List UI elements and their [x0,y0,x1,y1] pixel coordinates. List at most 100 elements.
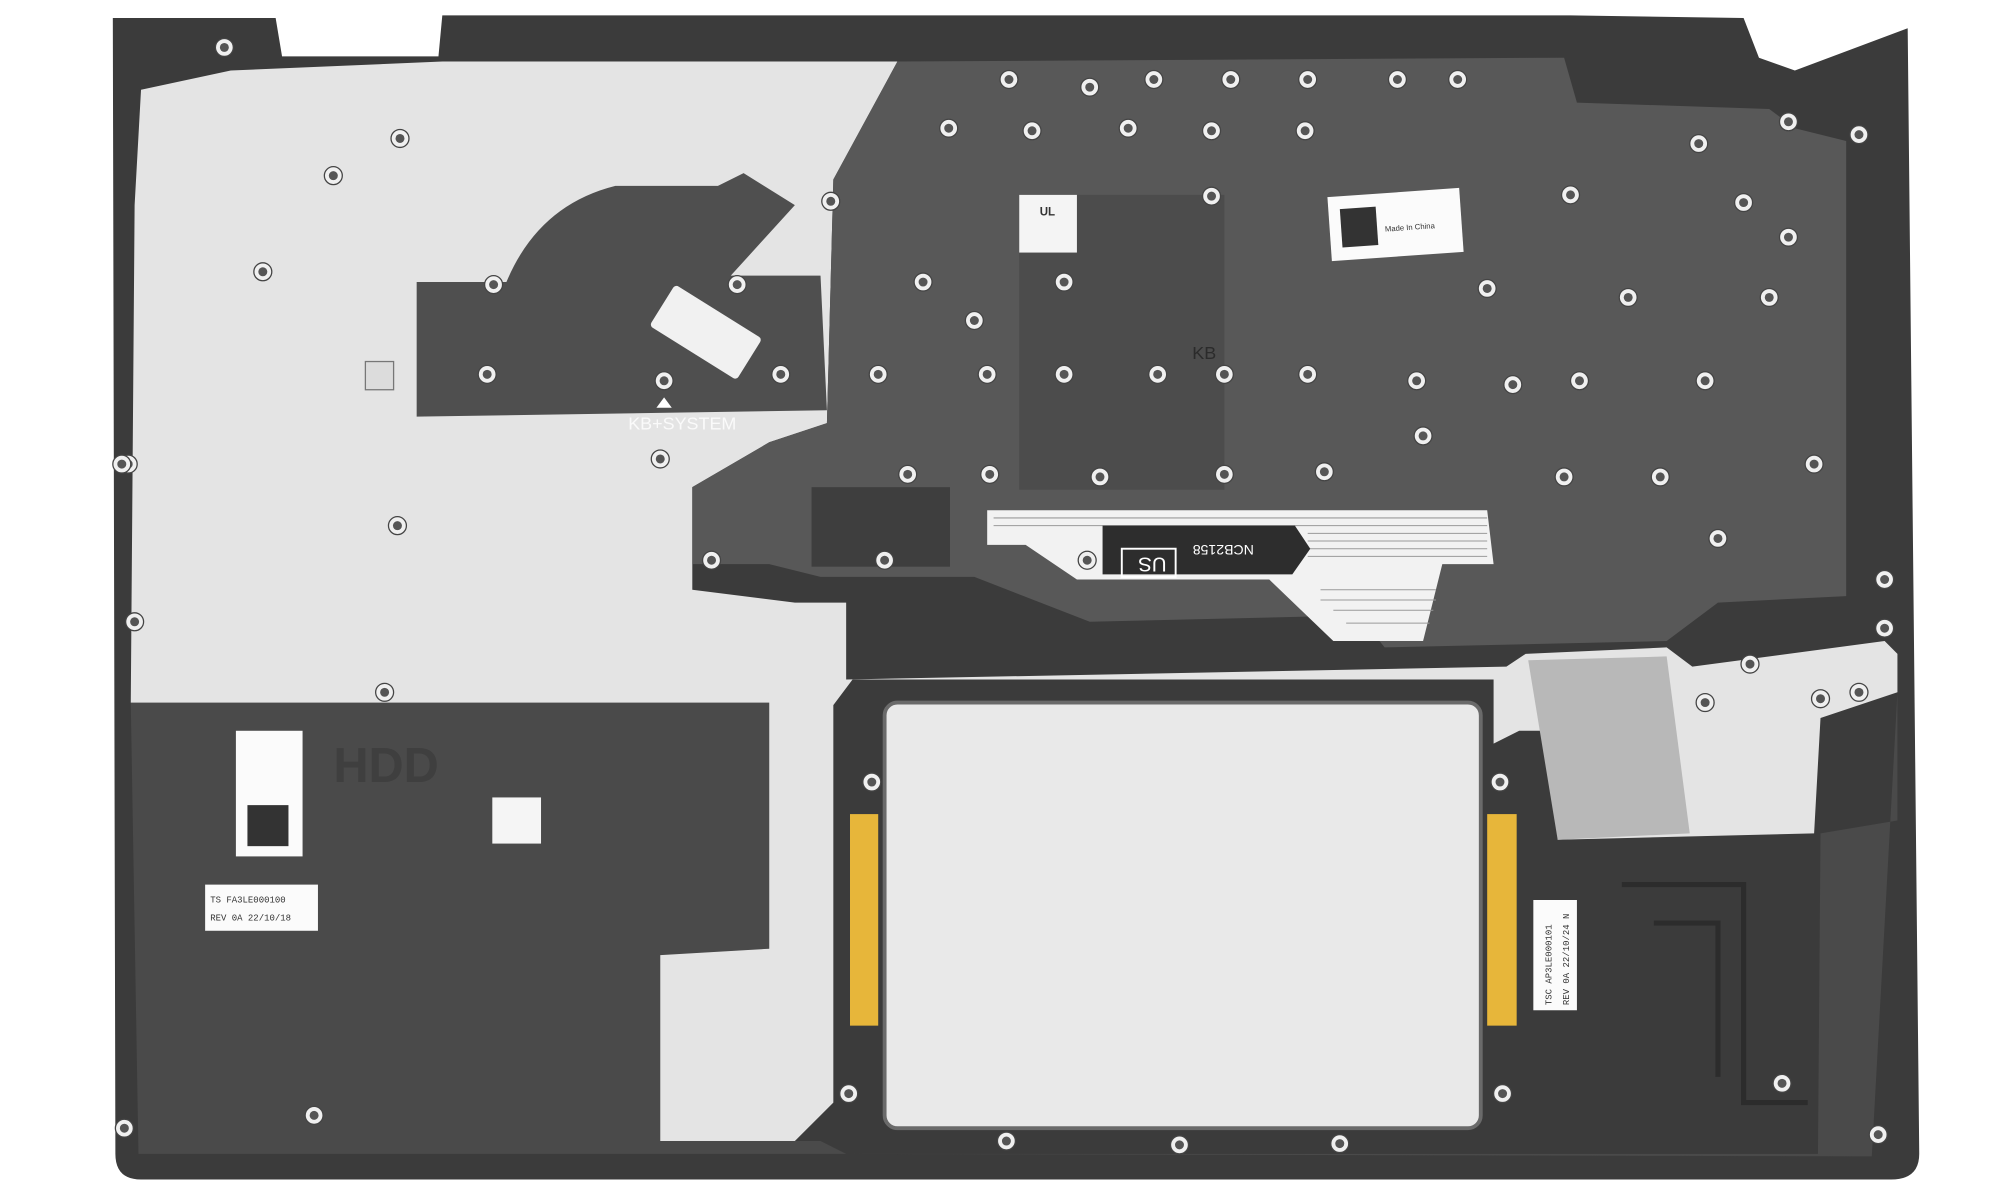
touchpad[interactable] [882,700,1483,1131]
screw-icon [1054,272,1074,292]
ul-mark-icon: UL [1040,206,1055,218]
screw-icon [1849,682,1869,702]
qr-code-icon [1339,206,1379,248]
hdd-label: TS FA3LE000100 REV 0A 22/10/18 [205,884,318,931]
screw-icon [1077,550,1097,570]
screw-icon [1778,227,1799,247]
screw-icon [1201,186,1222,206]
screw-icon [1298,364,1318,384]
palmrest-inner-surface [130,692,1898,1157]
screw-icon [1201,121,1222,141]
screw-icon [390,128,410,149]
tape-right [1487,814,1517,1026]
svg-text:TS FA3LE000100: TS FA3LE000100 [210,896,285,906]
tape-left [850,814,879,1026]
screw-icon [1477,278,1497,299]
screw-icon [1778,112,1799,132]
screw-icon [977,364,997,384]
screw-icon [1492,1083,1513,1104]
keyboard-matrix-label [650,285,761,379]
screw-icon [253,262,273,282]
screw-icon [1689,133,1709,154]
screw-icon [1090,467,1110,487]
kb-system-marking: KB+SYSTEM [628,413,736,433]
screw-icon [1618,287,1638,308]
screw-icon [1875,618,1895,638]
screw-icon [1214,464,1234,484]
qr-code-icon [364,360,395,391]
screw-icon [1387,69,1408,90]
qr-code-icon [247,805,289,847]
screw-icon [996,1131,1017,1151]
screw-icon [1298,69,1318,90]
screw-icon [1849,125,1869,145]
screw-icon [125,612,145,632]
screw-icon [1772,1073,1792,1093]
flex-part-number: NCB2158 [1193,542,1254,558]
touchpad-ribbon-cable [1528,656,1690,840]
screws [112,37,1895,1155]
right-label: TSC AP3LE000101 REV 0A 22/10/24 N [1533,900,1577,1011]
screw-icon [1330,1133,1350,1154]
svg-text:REV 0A 22/10/24 N: REV 0A 22/10/24 N [1562,914,1572,1006]
screw-icon [875,550,895,570]
hdd-qr-label [235,730,303,857]
screw-icon [1118,118,1138,138]
keyboard-layout-mark: US [1138,553,1166,576]
screw-icon [1733,192,1754,213]
qr-code-icon [492,797,542,844]
screw-icon [1148,364,1168,384]
screw-icon [868,364,888,384]
keyboard-flex-cable: NCB2158 US [987,510,1494,642]
screw-icon [1214,364,1234,384]
screw-icon [939,118,959,138]
screw-icon [964,310,984,331]
svg-text:TSC AP3LE000101: TSC AP3LE000101 [1544,924,1554,1005]
battery-rib-structure [1621,882,1808,1106]
kb-marking: KB [1192,343,1216,363]
screw-icon [304,1105,324,1125]
screw-icon [214,37,234,58]
screw-icon [701,550,722,570]
svg-text:Made In China: Made In China [1385,221,1436,234]
screw-icon [839,1083,859,1104]
screw-icon [1169,1135,1190,1155]
screw-icon [771,364,791,384]
arrow-marking [656,397,672,408]
screw-icon [477,364,497,384]
screw-icon [1875,569,1895,590]
screw-icon [1022,121,1042,141]
screw-icon [1054,364,1074,384]
screw-icon [323,166,343,186]
keyboard-backplate [692,57,1847,648]
screw-icon [1868,1125,1888,1145]
screw-icon [1650,467,1670,487]
screw-icon [1221,69,1241,90]
screw-icon [1810,689,1831,709]
screw-icon [898,464,918,484]
screw-icon [387,516,408,536]
screw-icon [1144,69,1164,90]
screw-icon [1804,454,1824,474]
screw-icon [114,1118,134,1138]
screw-icon [862,772,882,792]
screw-icon [375,682,395,702]
screw-icon [483,275,504,295]
screw-icon [1708,528,1728,549]
screw-icon [1503,375,1523,395]
screw-icon [1407,371,1427,391]
screw-icon [1695,371,1715,391]
screw-icon [1740,654,1760,674]
screw-icon [1560,185,1581,205]
screw-icon [650,449,670,469]
screw-icon [1314,462,1334,482]
screw-icon [1569,371,1590,391]
svg-text:REV 0A 22/10/18: REV 0A 22/10/18 [210,914,291,924]
screw-icon [1080,77,1100,97]
ul-sticker: UL [1019,194,1077,253]
screw-icon [727,275,747,295]
screw-icon [999,69,1019,90]
screw-icon [1695,692,1715,713]
screw-icon [1490,772,1510,792]
